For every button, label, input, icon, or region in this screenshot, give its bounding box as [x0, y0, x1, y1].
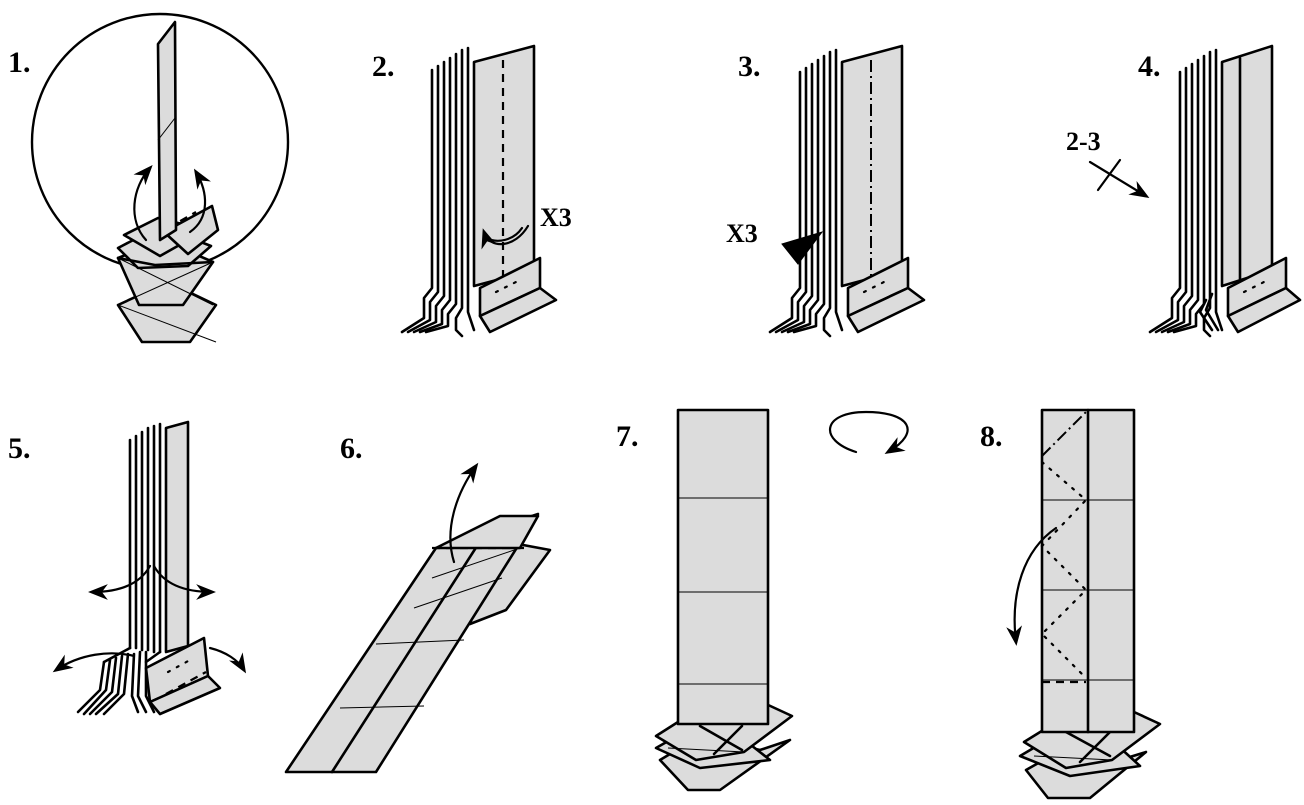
step-4-see-steps-arrow — [1088, 160, 1150, 199]
step-5-spread-arrow-upper-left — [88, 564, 152, 600]
step-5-spread-arrow-upper-right — [152, 564, 216, 600]
step-7-turn-over-arrow — [828, 410, 909, 455]
step-1-base — [116, 204, 220, 344]
step-8-fold-down-arrow — [1006, 526, 1058, 646]
step-7-number: 7. — [616, 420, 639, 453]
step-3-push-arrow — [781, 231, 824, 265]
step-7-creases — [678, 497, 768, 685]
step-4-see-steps-label: 2-3 — [1066, 127, 1101, 156]
step-3-repeat-label: X3 — [726, 219, 758, 248]
step-7-strip — [676, 408, 770, 726]
step-8: 8. — [980, 408, 1162, 800]
step-4-pocket — [1226, 256, 1302, 334]
step-8-creases — [1042, 499, 1134, 681]
step-7: 7. — [616, 408, 909, 792]
step-3-pocket — [846, 256, 926, 334]
step-2-fold-arrow — [481, 224, 530, 250]
step-1-unfold-arrow-right — [188, 168, 211, 234]
step-6-number: 6. — [340, 432, 363, 465]
step-2-pocket — [478, 256, 558, 334]
step-5-layers — [128, 420, 190, 654]
step-6-creases — [330, 530, 521, 774]
step-3: 3. X3 — [726, 44, 926, 338]
step-8-number: 8. — [980, 420, 1003, 453]
step-2: 2. X3 — [372, 44, 572, 338]
step-5-number: 5. — [8, 432, 31, 465]
step-4-layers — [1148, 44, 1274, 338]
step-4-number: 4. — [1138, 50, 1161, 83]
step-5-pocket — [144, 636, 222, 716]
step-5-spread-arrow-lower-right — [208, 646, 247, 674]
step-3-number: 3. — [738, 50, 761, 83]
step-1-strip — [156, 20, 178, 242]
step-8-mountain-fold — [1041, 411, 1087, 457]
step-6-strip — [284, 512, 540, 774]
step-1-number: 1. — [8, 46, 31, 79]
step-2-fold-arrow-back — [484, 226, 524, 242]
step-2-number: 2. — [372, 50, 395, 83]
step-1: 1. — [8, 12, 290, 344]
step-5-spread-arrow-lower-left — [52, 652, 136, 673]
step-6-unfold-arrow — [449, 462, 479, 564]
step-8-zigzag-crease — [1040, 460, 1088, 680]
step-5: 5. — [8, 420, 247, 716]
step-6: 6. — [284, 432, 552, 774]
step-6-top-flap — [434, 514, 540, 550]
step-4: 4. 2-3 — [1066, 44, 1302, 338]
step-2-repeat-label: X3 — [540, 203, 572, 232]
step-1-unfold-arrow-left — [133, 165, 153, 242]
step-4-see-steps-tick — [1096, 158, 1122, 192]
